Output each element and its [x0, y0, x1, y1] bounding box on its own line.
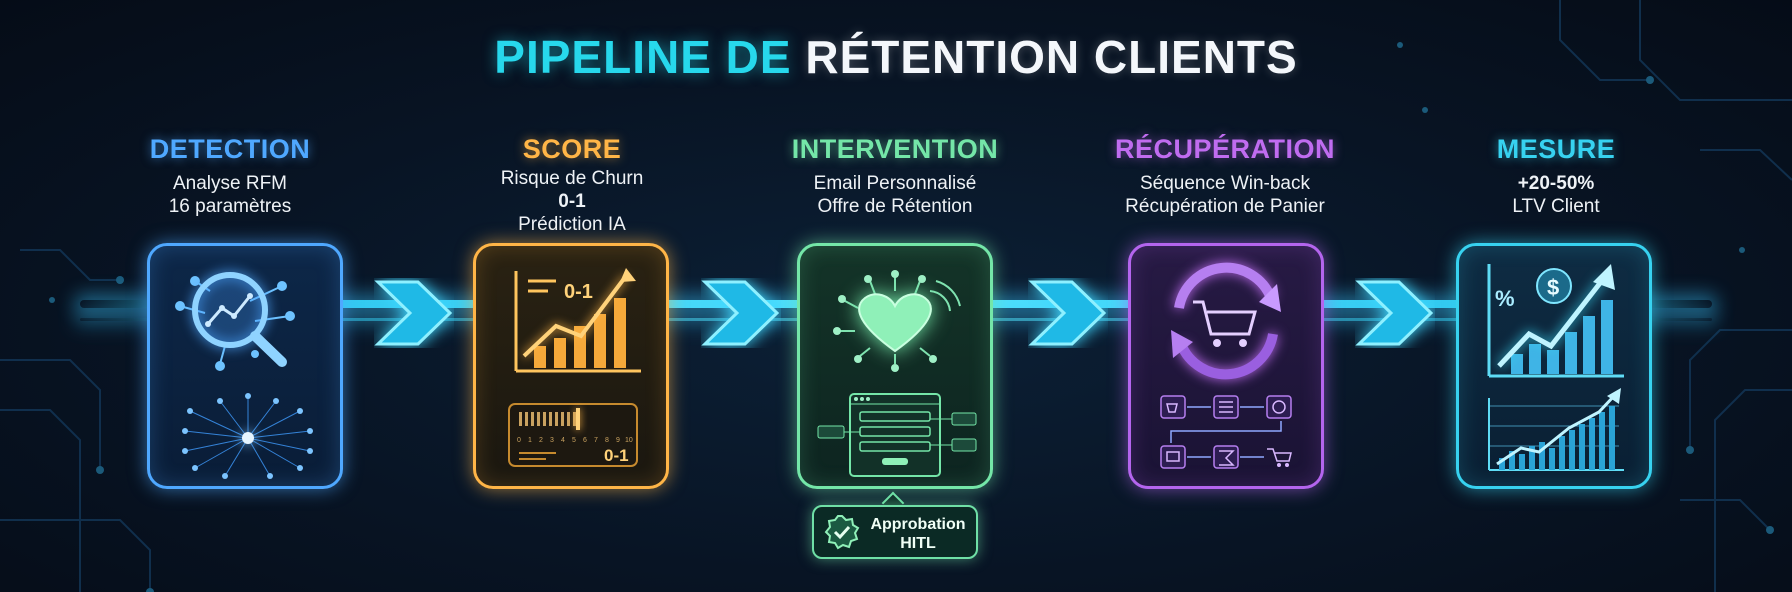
svg-text:%: % [1495, 286, 1515, 311]
description-line: 0-1 [558, 191, 586, 212]
description-line: +20-50% [1517, 173, 1595, 194]
chevron-right-icon [1028, 280, 1107, 346]
stage-score-description: Risque de Churn 0-1 Prédiction IA [422, 167, 722, 236]
gauge-tick: 7 [594, 437, 598, 444]
page-title: PIPELINE DE RÉTENTION CLIENTS [0, 30, 1792, 84]
stage-recuperation-description: Séquence Win-back Récupération de Panier [1075, 172, 1375, 218]
gauge-tick: 10 [625, 437, 633, 444]
gauge-tick: 1 [528, 437, 532, 444]
stage-detection-label: DETECTION [149, 134, 311, 164]
gauge-tick: 6 [583, 437, 587, 444]
approval-line-1: Approbation [870, 516, 966, 533]
gauge-tick: 8 [605, 437, 609, 444]
title-part-1: PIPELINE DE [494, 31, 792, 83]
chevron-right-icon [1355, 280, 1434, 346]
check-badge-icon [824, 515, 860, 550]
description-line: Offre de Rétention [817, 196, 973, 217]
gauge-tick: 9 [616, 437, 620, 444]
stage-mesure-description: +20-50% LTV Client [1406, 172, 1706, 218]
gauge-label: 0-1 [604, 446, 629, 465]
stage-mesure-label: MESURE [1496, 134, 1616, 164]
approval-text: Approbation HITL [864, 515, 972, 553]
stage-intervention-card [797, 243, 993, 489]
chevron-right-icon [374, 280, 453, 346]
score-chart-label: 0-1 [564, 281, 593, 303]
stage-intervention-label: INTERVENTION [791, 134, 999, 164]
description-line: Analyse RFM [172, 173, 288, 194]
svg-text:$: $ [1547, 275, 1559, 300]
stage-detection-description: Analyse RFM 16 paramètres [80, 172, 380, 218]
gauge-tick: 4 [561, 437, 565, 444]
description-line: 16 paramètres [168, 196, 292, 217]
description-line: Récupération de Panier [1125, 196, 1325, 217]
stage-mesure-card: % $ [1456, 243, 1652, 489]
chevron-right-icon [701, 280, 780, 346]
cart-cycle-icon [1160, 262, 1292, 469]
gauge-ticks: 0 1 2 3 4 5 6 7 8 9 10 [517, 437, 633, 444]
magnifier-chart-icon [175, 272, 313, 479]
gauge-tick: 2 [539, 437, 543, 444]
stage-recuperation-label: RÉCUPÉRATION [1114, 134, 1335, 164]
gauge-tick: 3 [550, 437, 554, 444]
description-line: Email Personnalisé [813, 173, 977, 194]
heart-network-icon [817, 270, 977, 477]
approval-line-2: HITL [900, 535, 936, 552]
description-line: Risque de Churn [500, 168, 644, 189]
stage-score-card: 0-1 0 1 2 3 4 5 6 7 8 9 10 [473, 243, 669, 489]
description-line: Séquence Win-back [1139, 173, 1311, 194]
description-line: Prédiction IA [518, 214, 626, 235]
gauge-tick: 0 [517, 437, 521, 444]
stage-score-label: SCORE [522, 134, 622, 164]
stage-intervention-description: Email Personnalisé Offre de Rétention [745, 172, 1045, 218]
stage-recuperation-card [1128, 243, 1324, 489]
gauge-tick: 5 [572, 437, 576, 444]
growth-chart-icon: % $ [1487, 264, 1624, 471]
score-chart-icon: 0-1 0 1 2 3 4 5 6 7 8 9 10 [508, 268, 641, 467]
title-part-2: RÉTENTION CLIENTS [805, 31, 1298, 83]
description-line: LTV Client [1512, 196, 1600, 217]
approval-badge: Approbation HITL [812, 505, 978, 559]
stage-detection-card [147, 243, 343, 489]
